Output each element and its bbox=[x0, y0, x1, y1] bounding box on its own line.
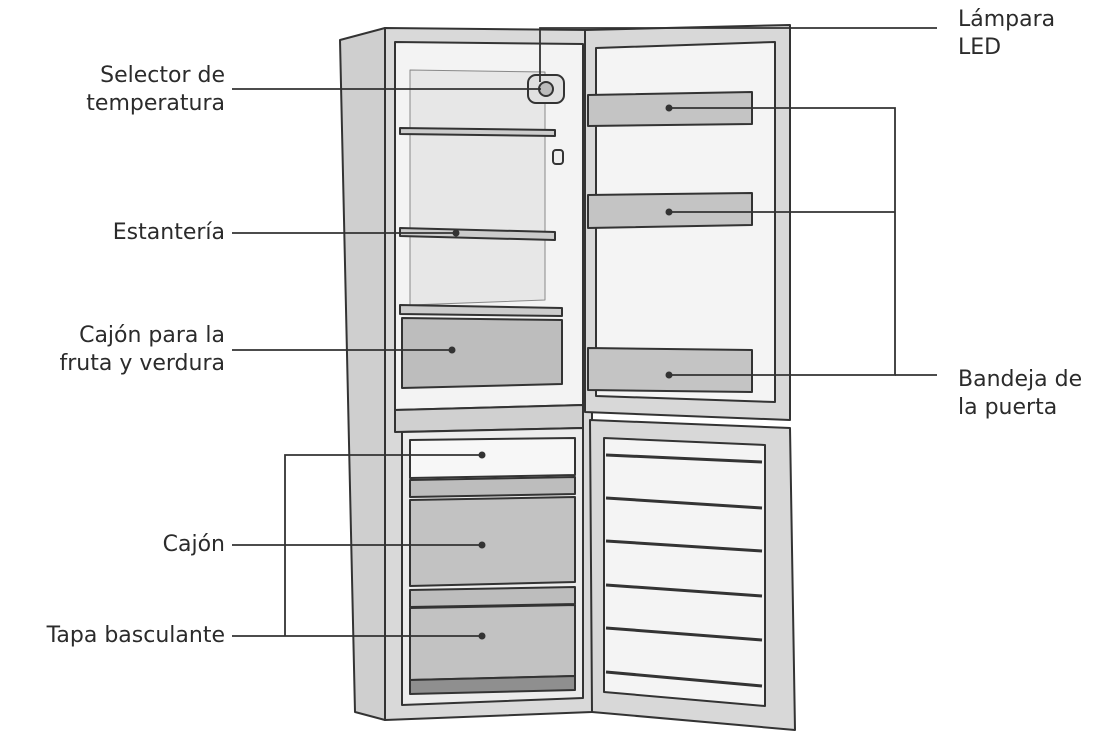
leader-dots bbox=[448, 104, 673, 640]
label-shelf: Estantería bbox=[112, 220, 225, 245]
freezer-drawer-3 bbox=[409, 604, 576, 681]
cabinet-side bbox=[339, 27, 386, 721]
label-flap: Tapa basculante bbox=[46, 623, 225, 648]
small-sensor bbox=[552, 149, 564, 165]
freezer-drawer-2 bbox=[409, 496, 576, 587]
crisper-drawer bbox=[401, 317, 563, 389]
door-tray-3 bbox=[587, 347, 753, 393]
lower-door-inner bbox=[603, 437, 766, 707]
temperature-selector-dial bbox=[538, 81, 554, 97]
crisper-lid bbox=[399, 304, 563, 317]
freezer-drawer-1 bbox=[409, 437, 576, 479]
freezer-drawer-1-front bbox=[409, 476, 576, 498]
fridge-back-wall bbox=[409, 69, 546, 306]
freezer-bottom bbox=[409, 675, 576, 695]
label-drawer: Cajón bbox=[162, 532, 225, 557]
freezer-drawer-3-lid bbox=[409, 586, 576, 608]
leader-lines bbox=[232, 27, 937, 637]
lower-door-racks bbox=[605, 453, 763, 688]
shelf-top bbox=[399, 127, 556, 137]
